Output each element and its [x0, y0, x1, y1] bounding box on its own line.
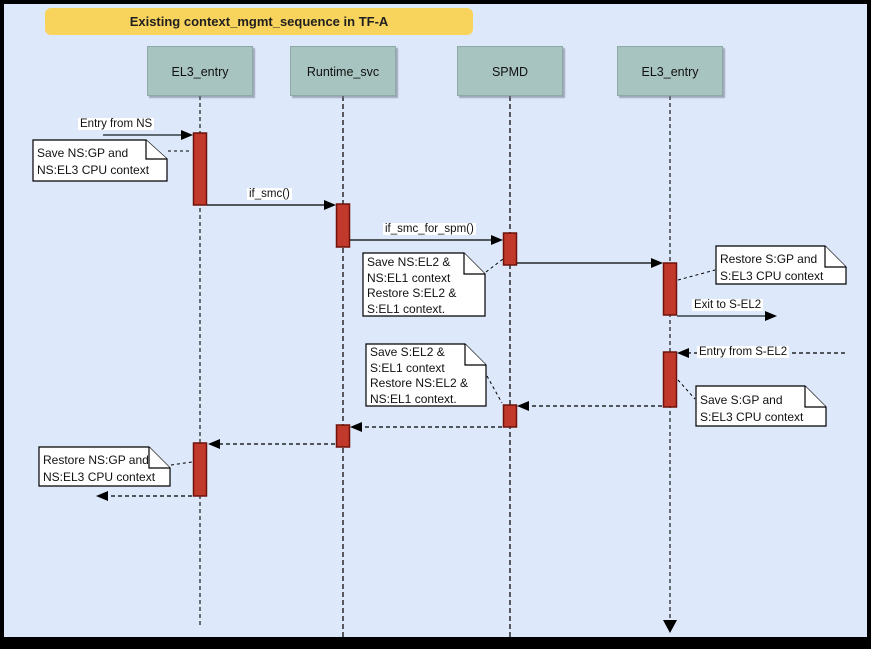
note-restore-s-gp: Restore S:GP and S:EL3 CPU context [720, 252, 824, 283]
actor-runtime-svc: Runtime_svc [290, 46, 396, 96]
note-save-ns-el2: Save NS:EL2 & NS:EL1 context Restore S:E… [367, 255, 457, 316]
page-background [4, 4, 867, 637]
note-save-ns-gp: Save NS:GP and NS:EL3 CPU context [37, 146, 150, 177]
message-label-exit-to-s-el2: Exit to S-EL2 [692, 299, 764, 311]
actor-el3-entry-2: EL3_entry [617, 46, 723, 96]
diagram-title: Existing context_mgmt_sequence in TF-A [45, 8, 473, 35]
actor-spmd: SPMD [457, 46, 563, 96]
message-label-if-smc: if_smc() [247, 188, 292, 200]
note-restore-ns-gp: Restore NS:GP and NS:EL3 CPU context [43, 453, 156, 484]
message-label-if-smc-for-spm: if_smc_for_spm() [383, 223, 476, 235]
actor-el3-entry-1: EL3_entry [147, 46, 253, 96]
message-label-entry-from-s-el2: Entry from S-EL2 [697, 346, 790, 358]
note-save-s-gp: Save S:GP and S:EL3 CPU context [700, 393, 804, 424]
message-label-entry-from-ns: Entry from NS [78, 118, 155, 130]
note-save-s-el2: Save S:EL2 & S:EL1 context Restore NS:EL… [370, 345, 469, 406]
